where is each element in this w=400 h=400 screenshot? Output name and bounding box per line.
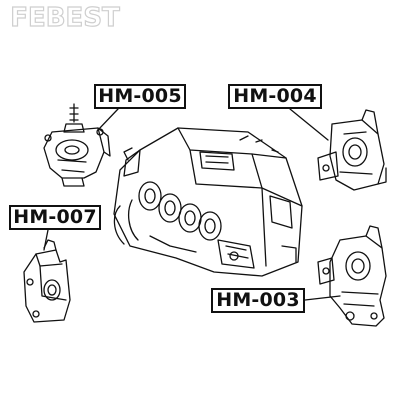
part-label-hm003: HM-003 bbox=[211, 288, 305, 313]
part-label-hm007: HM-007 bbox=[9, 205, 101, 230]
engine-mount-hm004 bbox=[317, 109, 387, 191]
leader-hm005 bbox=[97, 108, 119, 131]
engine-mount-hm003 bbox=[317, 225, 387, 327]
leader-hm003 bbox=[304, 295, 341, 301]
part-label-hm005: HM-005 bbox=[94, 84, 186, 109]
watermark-text: FEBEST bbox=[10, 3, 120, 33]
engine-mount-hm007 bbox=[23, 239, 71, 323]
leader-hm004 bbox=[289, 108, 329, 141]
engine-illustration bbox=[113, 127, 303, 277]
engine-mount-hm005 bbox=[43, 103, 111, 187]
part-label-hm004: HM-004 bbox=[228, 84, 322, 109]
brand-watermark: FEBEST bbox=[10, 2, 121, 33]
